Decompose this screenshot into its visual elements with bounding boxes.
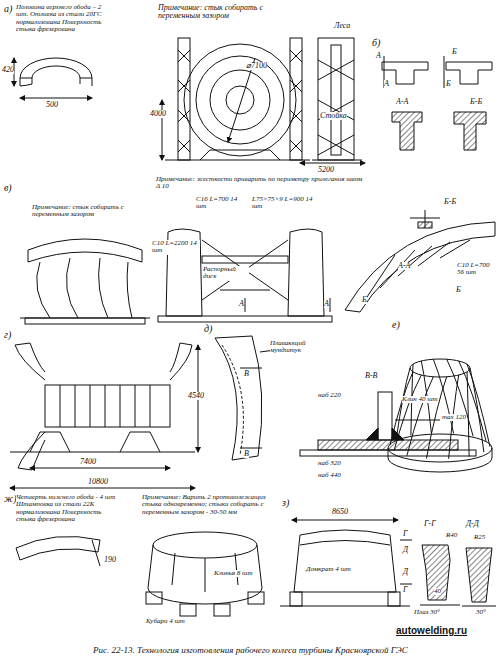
annotation: Примечание: стык собирать с переменным з… (158, 4, 293, 21)
annotation: в) (4, 183, 12, 194)
annotation: наб 220 (318, 392, 341, 399)
annotation: В (244, 370, 249, 378)
annotation: Половина верхнего обода – 2 шт. Отливка … (16, 4, 111, 33)
annotation: C16 L=700 14 шт (196, 196, 246, 211)
annotation: з) (282, 498, 289, 509)
annotation: Стойка (320, 112, 347, 120)
annotation: Б-Б (444, 198, 456, 206)
annotation: Примечание: жесткости приварить по перим… (156, 176, 366, 191)
annotation: Б (446, 80, 451, 88)
runner-blade (459, 361, 486, 441)
annotation: Плавающий мундштук (270, 340, 338, 355)
annotation: Четверть нижнего обода - 4 шт Штамповка … (16, 494, 121, 523)
annotation: Д-Д (466, 520, 479, 528)
annotation: Д (403, 568, 408, 576)
annotation: 10800 (88, 478, 108, 486)
annotation: R40 (446, 532, 457, 539)
annotation: 420 (2, 66, 14, 74)
annotation: ⌀7100 (246, 62, 267, 70)
annotation: Клинья 8 шт (214, 570, 252, 577)
annotation: Г-Г (424, 520, 436, 528)
watermark: autowelding.ru (396, 626, 467, 637)
annotation: Г (403, 586, 408, 594)
annotation: 4000 (150, 110, 166, 118)
annotation: А (239, 300, 244, 308)
annotation: а) (4, 4, 12, 15)
annotation: ж) (4, 494, 17, 505)
annotation: C10 L=700 56 шт (457, 262, 497, 277)
annotation: А-А (396, 98, 408, 106)
annotation: б) (372, 38, 380, 49)
annotation: Б (452, 48, 457, 56)
annotation: 190 (104, 556, 116, 564)
annotation: В (244, 450, 249, 458)
annotation: Клин 40 шт (402, 396, 438, 403)
annotation: 30° (430, 609, 440, 616)
annotation: Б (456, 286, 461, 294)
annotation: Б (362, 296, 367, 304)
annotation: е) (392, 320, 400, 331)
annotation: Г (403, 530, 408, 538)
annotation: наб 320 (318, 460, 341, 467)
annotation: Плаз (414, 609, 428, 616)
annotation: 5200 (318, 166, 334, 174)
annotation: Распорный диск (203, 266, 249, 281)
annotation: Б-Б (470, 98, 482, 106)
annotation: В-В (365, 372, 377, 380)
annotation: Леса (334, 22, 350, 30)
annotation: R25 (474, 534, 485, 541)
annotation: А (384, 80, 389, 88)
annotation: Примечание: стык собирать с переменным з… (32, 204, 147, 219)
annotation: Д (403, 546, 408, 554)
annotation: L75×75×9 L=900 14 шт (252, 196, 314, 211)
annotation: 8650 (332, 508, 348, 516)
annotation: А (376, 52, 381, 60)
annotation: C10 L=2200 14 шт (152, 240, 200, 255)
annotation: Домкрат 4 шт (306, 566, 351, 573)
annotation: А (324, 300, 329, 308)
annotation: Кубари 4 шт (146, 618, 185, 625)
annotation: 30° (476, 609, 486, 616)
annotation: max 120 (442, 414, 466, 421)
annotation: д) (204, 324, 212, 335)
annotation: 4540 (188, 392, 204, 400)
figure-caption: Рис. 22-13. Технология изготовления рабо… (93, 646, 408, 656)
annotation: г) (4, 330, 11, 341)
annotation: 7400 (80, 458, 96, 466)
runner-blade (396, 368, 410, 440)
annotation: наб 440 (318, 472, 341, 479)
annotation: 500 (46, 101, 58, 109)
annotation: А-А (398, 262, 410, 270)
annotation: 40 (434, 588, 441, 595)
annotation: Примечание: Варить 2 противолежащих стык… (142, 494, 282, 516)
runner-blade (467, 364, 490, 447)
